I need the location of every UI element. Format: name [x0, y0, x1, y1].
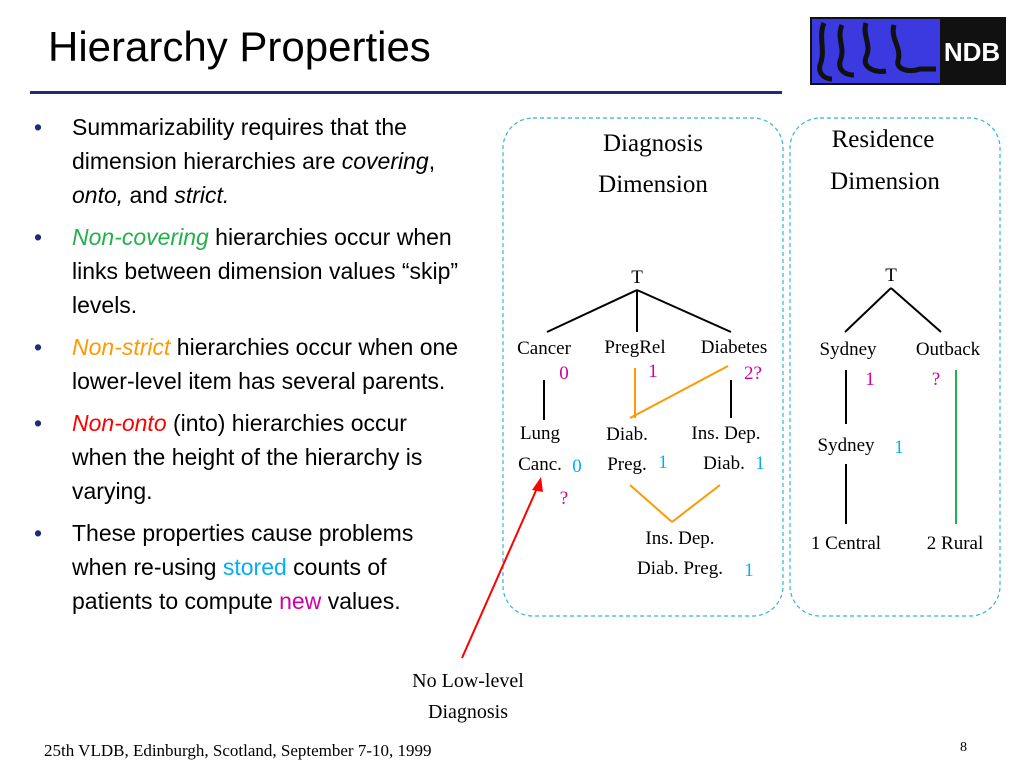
node-sydney-mid: Sydney [818, 435, 876, 456]
bullet-list: Summarizability requires that the dimens… [34, 110, 464, 626]
bullet-text-part: , [428, 148, 436, 174]
node-insdep-line2: Diab. [703, 453, 745, 474]
node-insdep-line1: Ins. Dep. [691, 423, 760, 444]
count-pregrel: 1 [648, 361, 658, 382]
node-rural: 2 Rural [927, 533, 983, 554]
bullet-text-part: stored [222, 554, 287, 580]
diagnosis-box [502, 117, 784, 617]
bullet-item: Non-onto (into) hierarchies occur when t… [34, 406, 464, 508]
annotation-arrow-line [461, 485, 539, 659]
diagnosis-title-line2: Dimension [598, 171, 708, 198]
diagnosis-top-node: T [631, 267, 643, 288]
count-outback: ? [932, 369, 940, 390]
bullet-item: These properties cause problems when re-… [34, 516, 464, 618]
count-bottom: 1 [744, 560, 754, 581]
count-insdep: 1 [755, 453, 765, 474]
footer-text: 25th VLDB, Edinburgh, Scotland, Septembe… [44, 741, 432, 760]
edge-t-diabetes [636, 289, 732, 333]
edge-t-cancer [546, 289, 638, 333]
bullet-text-part: Non-covering [72, 224, 209, 250]
count-lung: 0 [572, 456, 582, 477]
bullet-text-part: hierarchies occur when one lower-level i… [72, 334, 459, 394]
bullet-item: Non-strict hierarchies occur when one lo… [34, 330, 464, 398]
page-number: 8 [960, 740, 967, 755]
bullet-text-part: onto, [72, 182, 124, 208]
node-diabpreg-line1: Diab. [606, 424, 648, 445]
node-pregrel: PregRel [604, 337, 665, 358]
ndb-logo: NDB [810, 17, 1006, 85]
count-diabetes: 2? [744, 363, 762, 384]
bullet-text-part: new [279, 588, 322, 614]
bullet-text-part: These properties cause problems when re-… [72, 520, 414, 580]
count-lung-unknown: ? [560, 488, 568, 509]
bullet-text-part: and [123, 182, 175, 208]
bullet-text-part: Summarizability requires that the dimens… [72, 114, 407, 174]
bullet-item: Non-covering hierarchies occur when link… [34, 220, 464, 322]
edge-t-sydney [844, 287, 892, 333]
edge-diabpreg-bottom [629, 484, 673, 523]
slide-title: Hierarchy Properties [48, 23, 431, 70]
residence-title-line2: Dimension [830, 168, 940, 195]
annotation-arrowhead [532, 477, 543, 492]
count-cancer: 0 [559, 363, 569, 384]
count-sydney-mid: 1 [894, 437, 904, 458]
bullet-item: Summarizability requires that the dimens… [34, 110, 464, 212]
residence-title-line1: Residence [832, 126, 935, 153]
edge-diabetes-diabpreg [629, 365, 729, 419]
node-diabetes: Diabetes [701, 337, 767, 358]
count-sydney: 1 [865, 369, 875, 390]
bullet-text-part: Non-strict [72, 334, 171, 360]
count-diabpreg: 1 [658, 452, 668, 473]
bullet-text-part: covering [341, 148, 429, 174]
node-sydney: Sydney [820, 339, 878, 360]
node-bottom-line2: Diab. Preg. [637, 558, 723, 579]
diagnosis-title-line1: Diagnosis [603, 130, 703, 157]
residence-top-node: T [885, 265, 897, 286]
annotation-line1: No Low-level [412, 670, 524, 692]
bullet-text-part: values. [321, 588, 401, 614]
edge-insdep-bottom [671, 484, 721, 523]
bullet-text-part: (into) hierarchies occur when the height… [72, 410, 423, 504]
title-divider [30, 91, 782, 94]
bullet-text-part: counts of patients to compute [72, 554, 387, 614]
edge-t-outback [890, 287, 942, 333]
node-diabpreg-line2: Preg. [607, 454, 647, 475]
logo-text: NDB [944, 37, 1000, 67]
bullet-text-part: Non-onto [72, 410, 167, 436]
node-bottom-line1: Ins. Dep. [645, 528, 714, 549]
node-lung-line2: Canc. [518, 454, 562, 475]
node-cancer: Cancer [517, 338, 571, 359]
residence-box [789, 117, 1001, 617]
bullet-text-part: hierarchies occur when links between dim… [72, 224, 459, 318]
bullet-text-part: strict. [174, 182, 230, 208]
annotation-line2: Diagnosis [428, 701, 508, 723]
node-central: 1 Central [811, 533, 881, 554]
node-outback: Outback [916, 339, 981, 360]
node-lung-line1: Lung [520, 423, 561, 444]
